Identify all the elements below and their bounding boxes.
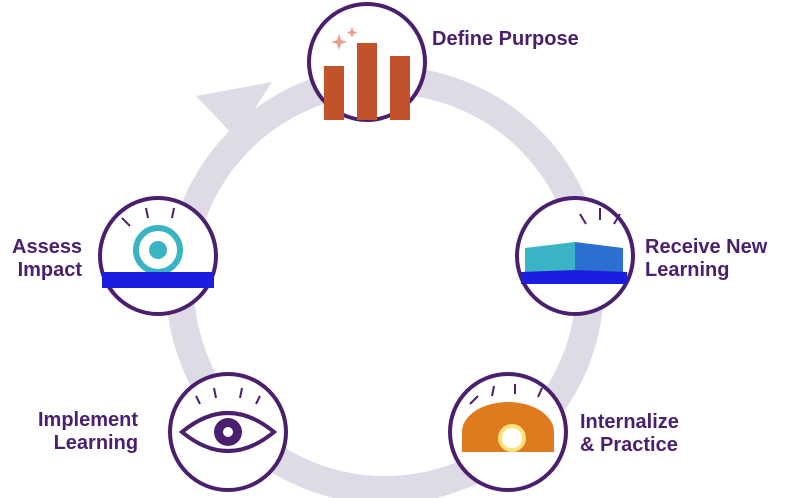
stage-internalize-practice	[448, 372, 568, 492]
stage-label-internalize-practice: Internalize & Practice	[580, 411, 679, 456]
sparkle-2	[346, 27, 358, 38]
bar-chart-icon	[324, 27, 410, 120]
stage-receive-new-learning	[515, 196, 635, 316]
sparkle-1	[331, 34, 347, 50]
stage-label-receive-new-learning: Receive New Learning	[645, 236, 768, 281]
stage-define-purpose	[307, 2, 427, 122]
stage-implement-learning	[168, 372, 288, 492]
eye-gear-icon	[178, 387, 278, 453]
head-gear-icon	[462, 384, 554, 452]
stage-label-define-purpose: Define Purpose	[432, 28, 579, 50]
target-icon	[102, 207, 214, 288]
book-icon	[521, 208, 627, 284]
bar-2	[357, 43, 377, 120]
bar-1	[324, 66, 344, 120]
cycle-arrowhead	[196, 82, 272, 138]
bar-3	[390, 56, 410, 120]
stage-label-assess-impact: Assess Impact	[12, 236, 83, 281]
stage-label-implement-learning: Implement Learning	[38, 409, 139, 454]
stage-assess-impact	[98, 196, 218, 316]
